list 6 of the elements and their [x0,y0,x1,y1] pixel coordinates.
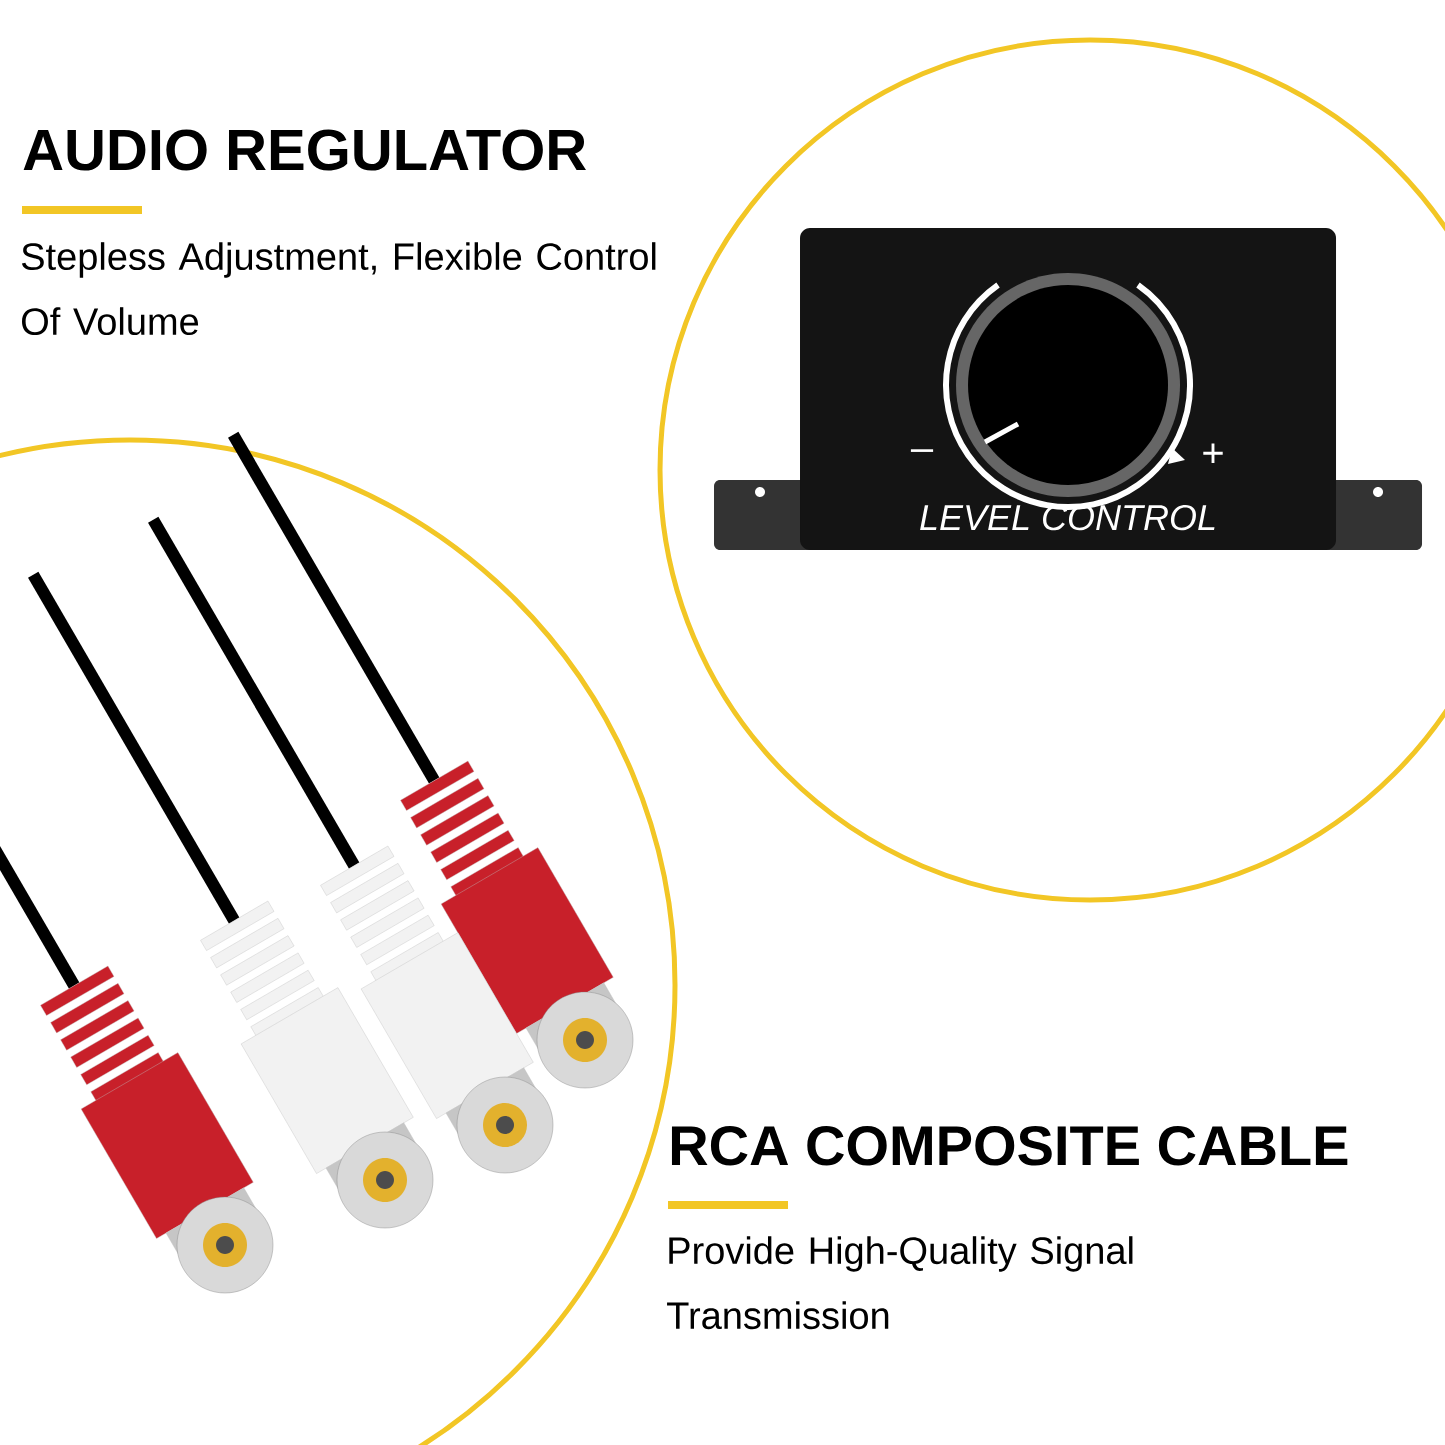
heading: RCA COMPOSITE CABLE [671,1125,1348,1166]
minus-sign: – [910,449,934,452]
description-text: Provide High-Quality Signal Transmission [667,1236,1133,1330]
description-text: Stepless Adjustment, Flexible Control Of Volume [21,242,656,336]
heading: AUDIO REGULATOR [23,129,586,171]
plus-sign: + [1203,443,1223,464]
